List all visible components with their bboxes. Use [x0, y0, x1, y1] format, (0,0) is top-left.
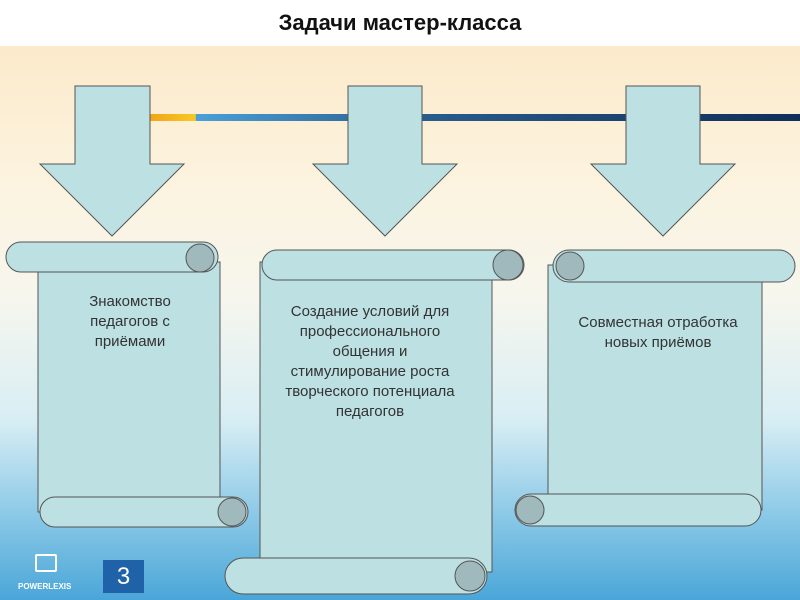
- task-1-text: Знакомство педагогов с приёмами: [89, 293, 171, 350]
- logo-text: POWERLEXIS: [18, 582, 72, 591]
- title-bar: [0, 0, 800, 46]
- arrow-3: [589, 85, 737, 237]
- powerlexis-logo: POWERLEXIS: [18, 550, 78, 595]
- scroll-3: [514, 249, 796, 527]
- decorative-bar: [150, 114, 800, 121]
- presenter-icon: [35, 554, 57, 572]
- scroll-1: [5, 241, 249, 528]
- task-3-text: Совместная отработка новых приёмов: [578, 314, 738, 351]
- arrow-2: [311, 85, 459, 237]
- scroll-2: [224, 249, 525, 595]
- arrow-1: [38, 85, 186, 237]
- task-2-text: Создание условий для профессионального о…: [285, 303, 455, 420]
- slide-title: Задачи мастер-класса: [278, 10, 522, 35]
- page-number: 3: [103, 560, 144, 593]
